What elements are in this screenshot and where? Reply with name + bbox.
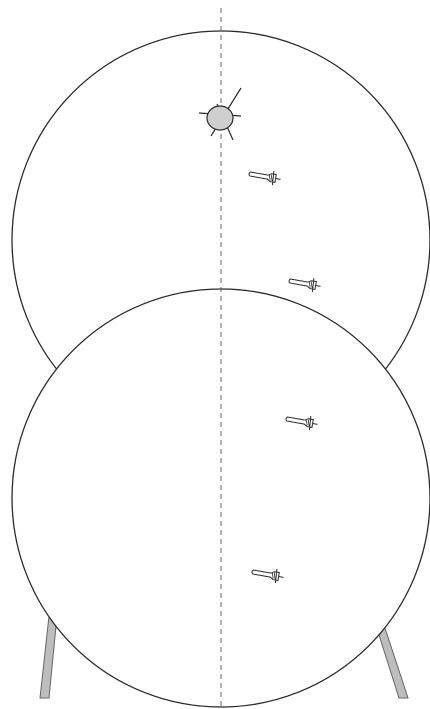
left-support-leg bbox=[40, 616, 57, 698]
